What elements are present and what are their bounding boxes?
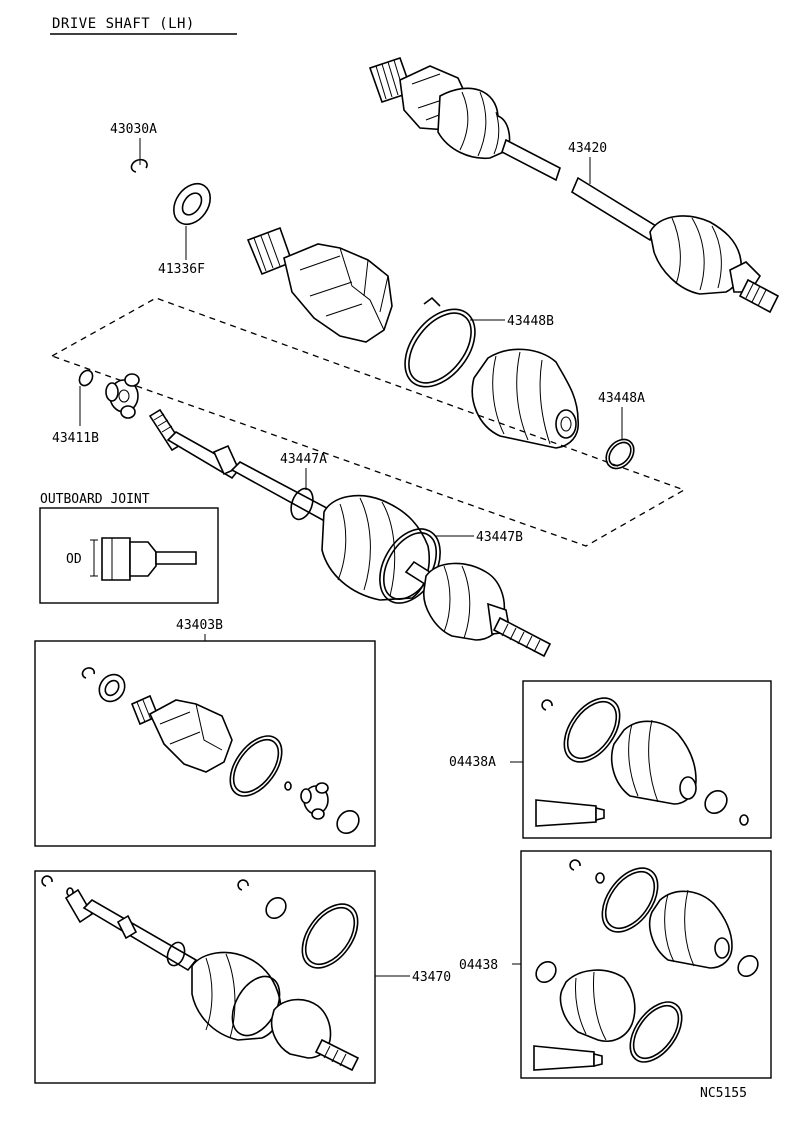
kit-43403B-parts [81,667,360,835]
label-43448B: 43448B [507,314,554,329]
od-dimension-label: OD [66,552,82,567]
outboard-joint-title: OUTBOARD JOINT [40,492,150,507]
label-04438A: 04438A [449,755,496,770]
label-43403B: 43403B [176,618,223,633]
label-43411B: 43411B [52,431,99,446]
label-43447B: 43447B [476,530,523,545]
kit-box-43470 [34,870,376,1084]
inboard-boot [471,348,580,449]
kit-outline-dashed [50,297,686,547]
kit-box-04438 [520,850,772,1079]
kit-04438A-parts [535,697,749,827]
boot-clamp-43448A [605,438,635,470]
inboard-joint-housing [246,226,393,343]
diagram-id: NC5155 [700,1086,747,1101]
snap-ring-43030A [130,158,148,173]
boot-clamp-43448B [404,296,476,388]
label-43420: 43420 [568,141,607,156]
seal-41336F [173,182,211,226]
kit-04438-parts [533,859,759,1071]
tripod-joint [105,373,140,419]
drive-shaft-assembly-43420 [368,56,780,314]
label-43448A: 43448A [598,391,645,406]
kit-43470-parts [41,875,360,1072]
kit-box-43403B [34,640,376,847]
outboard-joint-detail: OUTBOARD JOINT OD [39,492,219,604]
label-04438: 04438 [459,958,498,973]
page-title: DRIVE SHAFT (LH) [52,16,195,32]
kit-box-04438A [522,680,772,839]
label-43470: 43470 [412,970,451,985]
label-43447A: 43447A [280,452,327,467]
label-41336F: 41336F [158,262,205,277]
snap-ring-43411B [78,369,94,387]
axle-shaft-main [148,408,552,658]
label-43030A: 43030A [110,122,157,137]
